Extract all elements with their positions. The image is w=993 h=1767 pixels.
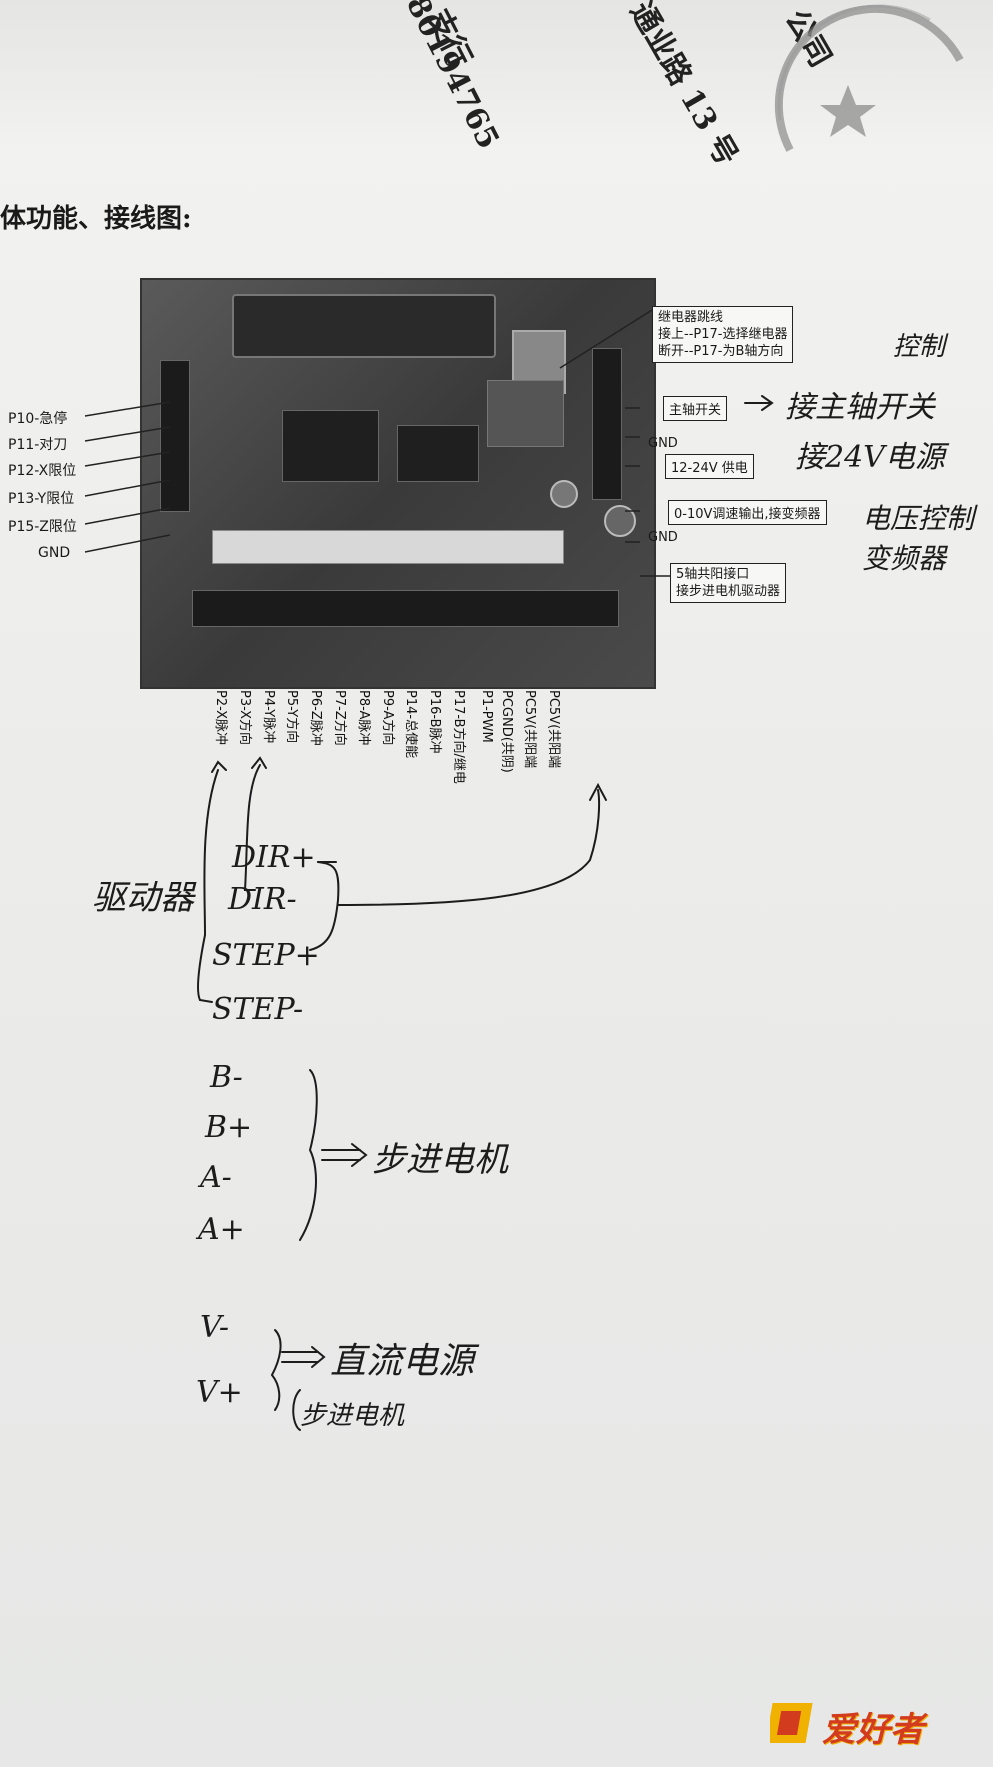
relay-line3: 断开--P17-为B轴方向 <box>658 344 784 359</box>
hand-b-minus: B- <box>210 1060 243 1095</box>
input-p15: P15-Z限位 <box>8 519 77 535</box>
hand-v-minus: V- <box>200 1310 230 1345</box>
hand-driver-label: 驱动器 <box>92 878 194 918</box>
pin-label: P7-Z方向 <box>332 690 347 746</box>
analog-output-box: 0-10V调速输出,接变频器 <box>668 500 827 525</box>
relay-line2: 接上--P17-选择继电器 <box>658 327 788 342</box>
hand-control-word: 控制 <box>893 332 946 362</box>
controller-board-photo <box>140 278 656 689</box>
hand-vfd-note-1: 电压控制 <box>862 502 975 535</box>
gnd-label-1: GND <box>648 436 678 451</box>
hand-vfd-note-2: 变频器 <box>862 542 947 575</box>
section-heading: 体功能、接线图: <box>0 204 192 234</box>
capacitor <box>550 480 578 508</box>
input-p11: P11-对刀 <box>8 437 68 453</box>
hand-power-note: 接24V电源 <box>795 440 945 475</box>
supply-box: 12-24V 供电 <box>665 454 754 479</box>
hand-a-minus: A- <box>200 1160 232 1195</box>
input-gnd: GND <box>38 545 71 561</box>
pin-label: P17-B方向/继电 <box>451 690 466 784</box>
chip-main <box>282 410 379 482</box>
five-axis-line2: 接步进电机驱动器 <box>676 584 781 599</box>
hand-spindle-note: 接主轴开关 <box>785 390 935 425</box>
db25-connector <box>232 294 496 358</box>
input-p13: P13-Y限位 <box>8 491 75 507</box>
pin-label: P9-A方向 <box>379 690 395 746</box>
pin-label: P16-B脉冲 <box>427 690 443 754</box>
hand-step-minus: STEP- <box>212 992 304 1027</box>
input-p12: P12-X限位 <box>8 463 77 479</box>
pin-label: P1-PWM <box>478 690 494 743</box>
five-axis-line1: 5轴共阳接口 <box>676 567 750 582</box>
pin-label: P3-X方向 <box>236 690 252 746</box>
pin-label: P6-Z脉冲 <box>308 690 324 746</box>
hand-v-plus: V+ <box>196 1375 243 1410</box>
hand-b-plus: B+ <box>205 1110 253 1145</box>
company-stamp <box>774 4 964 152</box>
spindle-switch-box: 主轴开关 <box>663 396 728 421</box>
pin-label: P5-Y方向 <box>284 690 300 744</box>
relay-component <box>487 380 564 447</box>
right-terminal-block <box>592 348 622 500</box>
hand-step-plus: STEP+ <box>212 938 320 973</box>
hand-motor-note: 步进电机 <box>372 1140 508 1180</box>
hand-dc-sub-note: 步进电机 <box>300 1401 405 1431</box>
hand-dc-note: 直流电源 <box>330 1341 475 1382</box>
left-terminal-block <box>160 360 190 512</box>
watermark-emblem-icon <box>770 1703 813 1743</box>
pin-label: PC5V(共阳端 <box>522 690 538 769</box>
input-p10: P10-急停 <box>8 411 68 427</box>
watermark-text: 爱好者 <box>822 1710 924 1750</box>
chip-secondary <box>397 425 479 482</box>
pin-label: P8-A脉冲 <box>355 690 371 746</box>
hand-dir-plus: DIR+ <box>232 840 316 875</box>
bottom-terminal-block <box>192 590 619 627</box>
five-axis-box: 5轴共阳接口 接步进电机驱动器 <box>670 563 787 603</box>
hand-dir-minus: DIR- <box>228 882 297 917</box>
pin-label: P2-X脉冲 <box>213 690 228 746</box>
pin-label: P4-Y脉冲 <box>260 690 276 744</box>
hand-a-plus: A+ <box>198 1212 245 1247</box>
pin-label: P14-总使能 <box>403 690 419 759</box>
pin-label: PCGND(共阴) <box>498 690 514 773</box>
relay-jumper-box: 继电器跳线 接上--P17-选择继电器 断开--P17-为B轴方向 <box>652 306 794 363</box>
pin-label: PC5V(共阳端 <box>546 690 562 769</box>
gnd-label-2: GND <box>648 530 678 545</box>
relay-line1: 继电器跳线 <box>658 310 724 325</box>
axis-connector-row <box>212 530 564 564</box>
